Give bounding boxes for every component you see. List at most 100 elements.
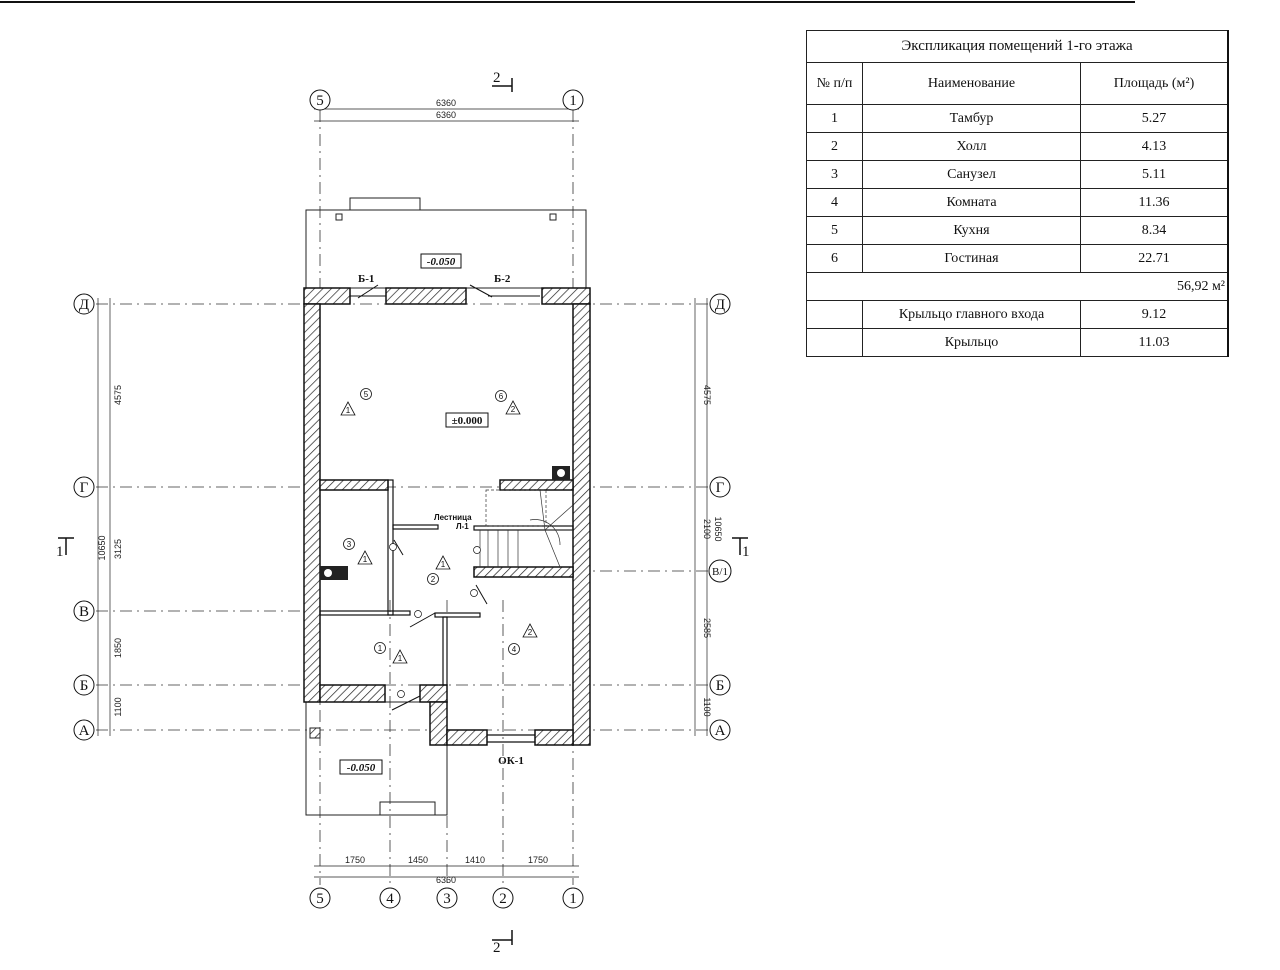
balcony-door-label: Б-1	[358, 273, 374, 285]
finish-mark-triangles	[340, 400, 538, 664]
top-porch-step	[349, 197, 421, 211]
dimension-text: 4575	[113, 385, 123, 405]
window-label: ОК-1	[498, 755, 524, 767]
post-icon	[309, 727, 321, 739]
toilet-icon-detail	[324, 569, 332, 577]
finish-mark: 2	[511, 405, 516, 414]
top-porch-level: -0.050	[427, 256, 456, 268]
section-cut-marks	[58, 78, 748, 945]
post-icon	[335, 213, 343, 221]
cell-area: 11.03	[1080, 328, 1229, 357]
axis-label: 4	[386, 891, 394, 907]
dimension-text: 6360	[436, 110, 456, 120]
stair-name: Лестница	[434, 513, 472, 522]
section-mark-label: 2	[493, 940, 501, 956]
cell-area: 11.36	[1080, 188, 1229, 217]
room-number-circles	[343, 388, 520, 655]
dimension-text: 6360	[436, 98, 456, 108]
dimension-text: 2585	[702, 618, 712, 638]
dimension-text: 4575	[702, 385, 712, 405]
cell-area: 5.11	[1080, 160, 1229, 189]
dimension-text: 1450	[408, 855, 428, 865]
stair-code: Л-1	[456, 522, 469, 531]
bottom-porch-level: -0.050	[347, 762, 376, 774]
dimension-text: 1100	[702, 697, 712, 716]
level-box	[420, 253, 462, 269]
dimension-text: 1750	[528, 855, 548, 865]
axis-label: 5	[316, 93, 324, 109]
cell-num: 6	[806, 244, 863, 273]
column-header: Площадь (м²)	[1080, 62, 1229, 105]
axis-label: Д	[79, 297, 89, 313]
finish-mark: 1	[346, 406, 351, 415]
room-number: 4	[512, 645, 517, 654]
table-title: Экспликация помещений 1-го этажа	[806, 30, 1229, 63]
door-marks	[389, 543, 481, 698]
axis-label: А	[715, 723, 726, 739]
axis-label: 1	[569, 891, 577, 907]
cell-area: 5.27	[1080, 104, 1229, 133]
cell-area: 9.12	[1080, 300, 1229, 329]
room-number: 5	[364, 390, 369, 399]
balcony-door-label: Б-2	[494, 273, 511, 285]
cell-name: Крыльцо	[862, 328, 1081, 357]
axis-label: Б	[80, 678, 89, 694]
dimension-text: 10650	[713, 516, 723, 541]
axis-label: В/1	[712, 566, 728, 578]
axis-label: В	[79, 604, 89, 620]
axis-bubbles	[73, 89, 732, 909]
level-box	[445, 412, 489, 428]
axis-label: 3	[443, 891, 451, 907]
cell-name: Крыльцо главного входа	[862, 300, 1081, 329]
dimension-text: 1750	[345, 855, 365, 865]
boiler-icon-detail	[557, 469, 565, 477]
cell-name: Холл	[862, 132, 1081, 161]
room-explication-table: Экспликация помещений 1-го этажа № п/п Н…	[806, 30, 1229, 357]
dimension-lines	[97, 108, 708, 878]
cell-num: 4	[806, 188, 863, 217]
level-box	[339, 759, 383, 775]
finish-mark: 2	[528, 628, 533, 637]
section-mark-label: 1	[56, 544, 64, 560]
total-row: 56,92 м²	[806, 272, 1229, 301]
cell-name: Комната	[862, 188, 1081, 217]
dimension-text: 10650	[97, 535, 107, 560]
cell-name: Тамбур	[862, 104, 1081, 133]
cell-name: Санузел	[862, 160, 1081, 189]
staircase	[479, 489, 574, 568]
section-mark-label: 1	[742, 544, 750, 560]
cell-num: 1	[806, 104, 863, 133]
axis-label: Д	[715, 297, 725, 313]
room-number: 6	[499, 392, 504, 401]
dimension-text: 1410	[465, 855, 485, 865]
door-swings	[350, 284, 540, 711]
dimension-text: 1100	[113, 697, 123, 716]
finish-mark: 1	[363, 555, 368, 564]
room-number: 1	[378, 644, 383, 653]
total-area: 56,92 м²	[806, 272, 1229, 301]
axis-label: 1	[569, 93, 577, 109]
cell-name: Гостиная	[862, 244, 1081, 273]
axis-label: 2	[499, 891, 507, 907]
room-number: 2	[431, 575, 436, 584]
axis-label: Б	[716, 678, 725, 694]
bottom-porch-step	[379, 801, 436, 816]
dimension-text: 3125	[113, 539, 123, 559]
finish-mark: 1	[441, 560, 446, 569]
cell-area: 8.34	[1080, 216, 1229, 245]
walls	[303, 287, 591, 746]
axis-label: Г	[716, 480, 725, 496]
cell-name: Кухня	[862, 216, 1081, 245]
axis-label: 5	[316, 891, 324, 907]
cell-num: 3	[806, 160, 863, 189]
axis-grid	[96, 110, 708, 885]
column-header: № п/п	[806, 62, 863, 105]
axis-label: А	[79, 723, 90, 739]
